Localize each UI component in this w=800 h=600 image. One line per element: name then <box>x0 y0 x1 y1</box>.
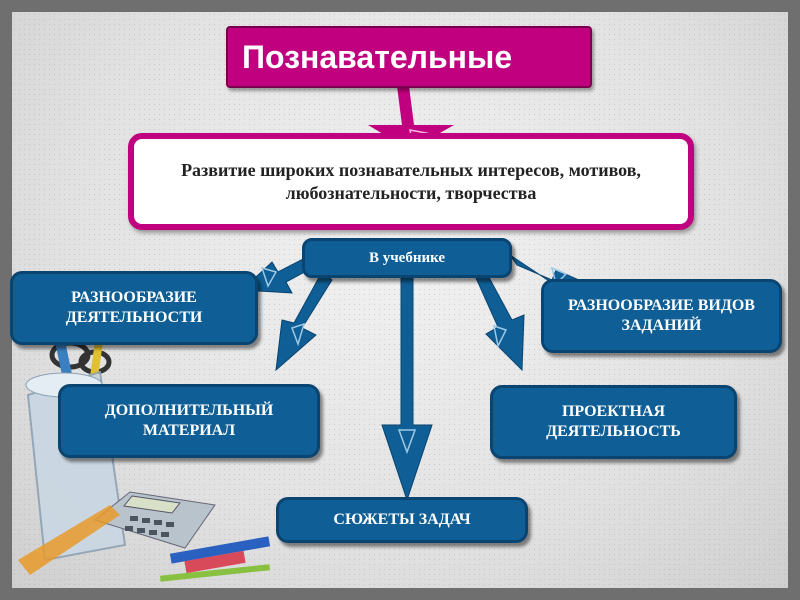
development-goal-box: Развитие широких познавательных интересо… <box>128 133 694 230</box>
pencil <box>159 564 271 582</box>
pen <box>169 536 271 564</box>
project-activity-box: ПРОЕКТНАЯ ДЕЯТЕЛЬНОСТЬ <box>490 385 737 459</box>
arrow-highlights <box>260 129 568 455</box>
arrow-to-project <box>475 271 525 372</box>
calculator-keys <box>125 516 174 537</box>
calculator-illustration <box>93 491 216 549</box>
calculator-display <box>123 495 181 514</box>
eraser <box>184 550 246 574</box>
triangle-ruler <box>18 505 120 575</box>
variety-activity-box: РАЗНООБРАЗИЕ ДЕЯТЕЛЬНОСТИ <box>10 271 258 345</box>
arrow-down-center <box>381 277 433 502</box>
arrow-to-additional <box>275 271 333 372</box>
diagram-title: Познавательные <box>226 26 592 88</box>
variety-tasks-box: РАЗНООБРАЗИЕ ВИДОВ ЗАДАНИЙ <box>541 279 782 353</box>
diagram-arrows-and-art <box>18 86 604 582</box>
additional-material-box: ДОПОЛНИТЕЛЬНЫЙ МАТЕРИАЛ <box>58 384 320 458</box>
task-plots-box: СЮЖЕТЫ ЗАДАЧ <box>276 497 528 543</box>
hub-box-textbook: В учебнике <box>302 238 512 278</box>
ruler-illustration <box>18 505 271 582</box>
